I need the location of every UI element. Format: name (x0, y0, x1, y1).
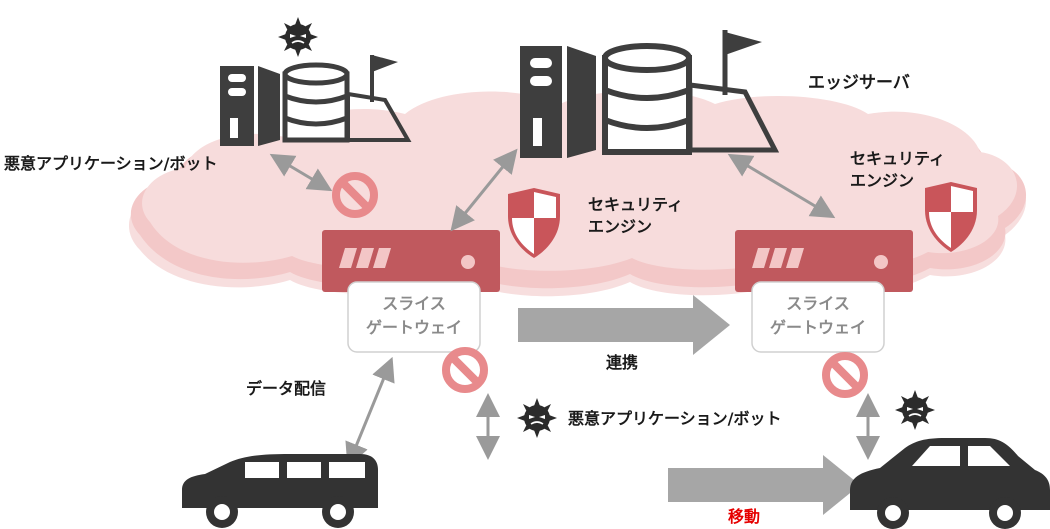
slice-gateway-box-right (751, 281, 885, 353)
server-icon (520, 46, 596, 158)
slice-gateway-box-left (347, 281, 481, 353)
movement-arrow (668, 455, 860, 515)
data-delivery-label: データ配信 (246, 379, 327, 398)
slice-gateway-right-line1: スライス (786, 294, 850, 313)
security-engine-left-line2: エンジン (588, 217, 653, 236)
virus-icon (516, 397, 558, 439)
edge-server-right (520, 30, 780, 158)
virus-icon (894, 389, 936, 431)
slice-gateway-left-line2: ゲートウェイ (365, 318, 462, 337)
security-engine-right-line1: セキュリティ (850, 149, 946, 168)
malicious-app-label-mid: 悪意アプリケーション/ボット (568, 409, 782, 428)
edge-server-label: エッジサーバ (808, 73, 910, 93)
map-flag-icon (346, 55, 412, 142)
cooperation-label: 連携 (606, 353, 639, 372)
malicious-app-label-top: 悪意アプリケーション/ボット (4, 154, 218, 173)
database-icon (282, 62, 350, 143)
server-icon (220, 66, 280, 146)
security-engine-left-line1: セキュリティ (588, 195, 684, 214)
cooperation-arrow (518, 295, 730, 355)
slice-gateway-left-line1: スライス (382, 294, 446, 313)
gateway-device-icon (735, 230, 913, 292)
slice-gateway-right-line2: ゲートウェイ (769, 318, 866, 337)
connection-arrows (269, 148, 880, 468)
movement-label: 移動 (728, 507, 761, 526)
gateway-device-icon (322, 230, 500, 292)
car-icon (182, 454, 378, 528)
shield-icon (508, 188, 560, 258)
prohibited-icon (446, 351, 484, 389)
security-engine-right-line2: エンジン (850, 171, 915, 190)
map-flag-icon (687, 30, 780, 153)
shield-icon (925, 182, 977, 252)
database-icon (602, 43, 692, 155)
car-icon (850, 438, 1050, 529)
prohibited-icon (826, 356, 864, 394)
virus-icon (277, 16, 319, 58)
edge-server-left (220, 16, 412, 146)
